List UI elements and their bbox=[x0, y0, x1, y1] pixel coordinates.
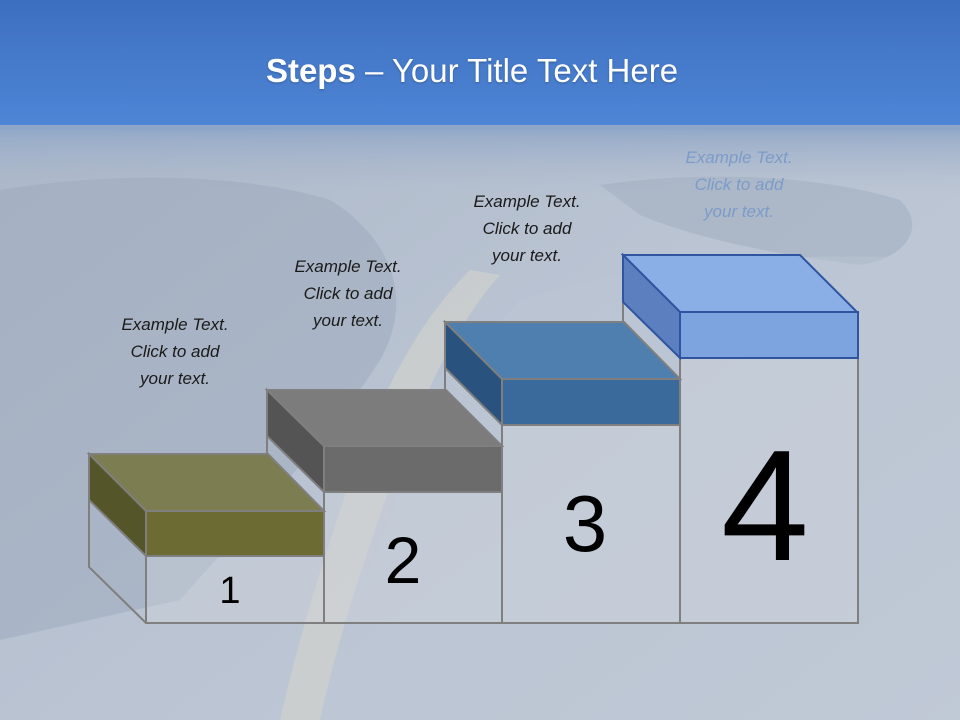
step-3-number: 3 bbox=[562, 479, 608, 568]
step-1-number: 1 bbox=[219, 570, 241, 612]
step-2-caption[interactable]: Example Text. Click to add your text. bbox=[294, 257, 402, 330]
step-4-block[interactable] bbox=[620, 252, 860, 361]
step-2-column bbox=[323, 491, 503, 624]
step-3-block[interactable] bbox=[442, 319, 683, 428]
step-4-caption[interactable]: Example Text. Click to add your text. bbox=[685, 148, 793, 221]
step-3-caption[interactable]: Example Text. Click to add your text. bbox=[473, 192, 581, 265]
step-3-column bbox=[501, 424, 681, 624]
title-rest-text: – Your Title Text Here bbox=[355, 52, 679, 89]
step-1-caption[interactable]: Example Text. Click to add your text. bbox=[121, 315, 229, 388]
title-bold-word: Steps bbox=[265, 52, 356, 89]
step-1-block[interactable] bbox=[86, 451, 327, 559]
step-4-number: 4 bbox=[721, 418, 809, 594]
slide-title[interactable]: Steps – Your Title Text Here bbox=[0, 52, 944, 90]
step-2-block[interactable] bbox=[264, 387, 505, 495]
step-2-number: 2 bbox=[384, 523, 422, 597]
